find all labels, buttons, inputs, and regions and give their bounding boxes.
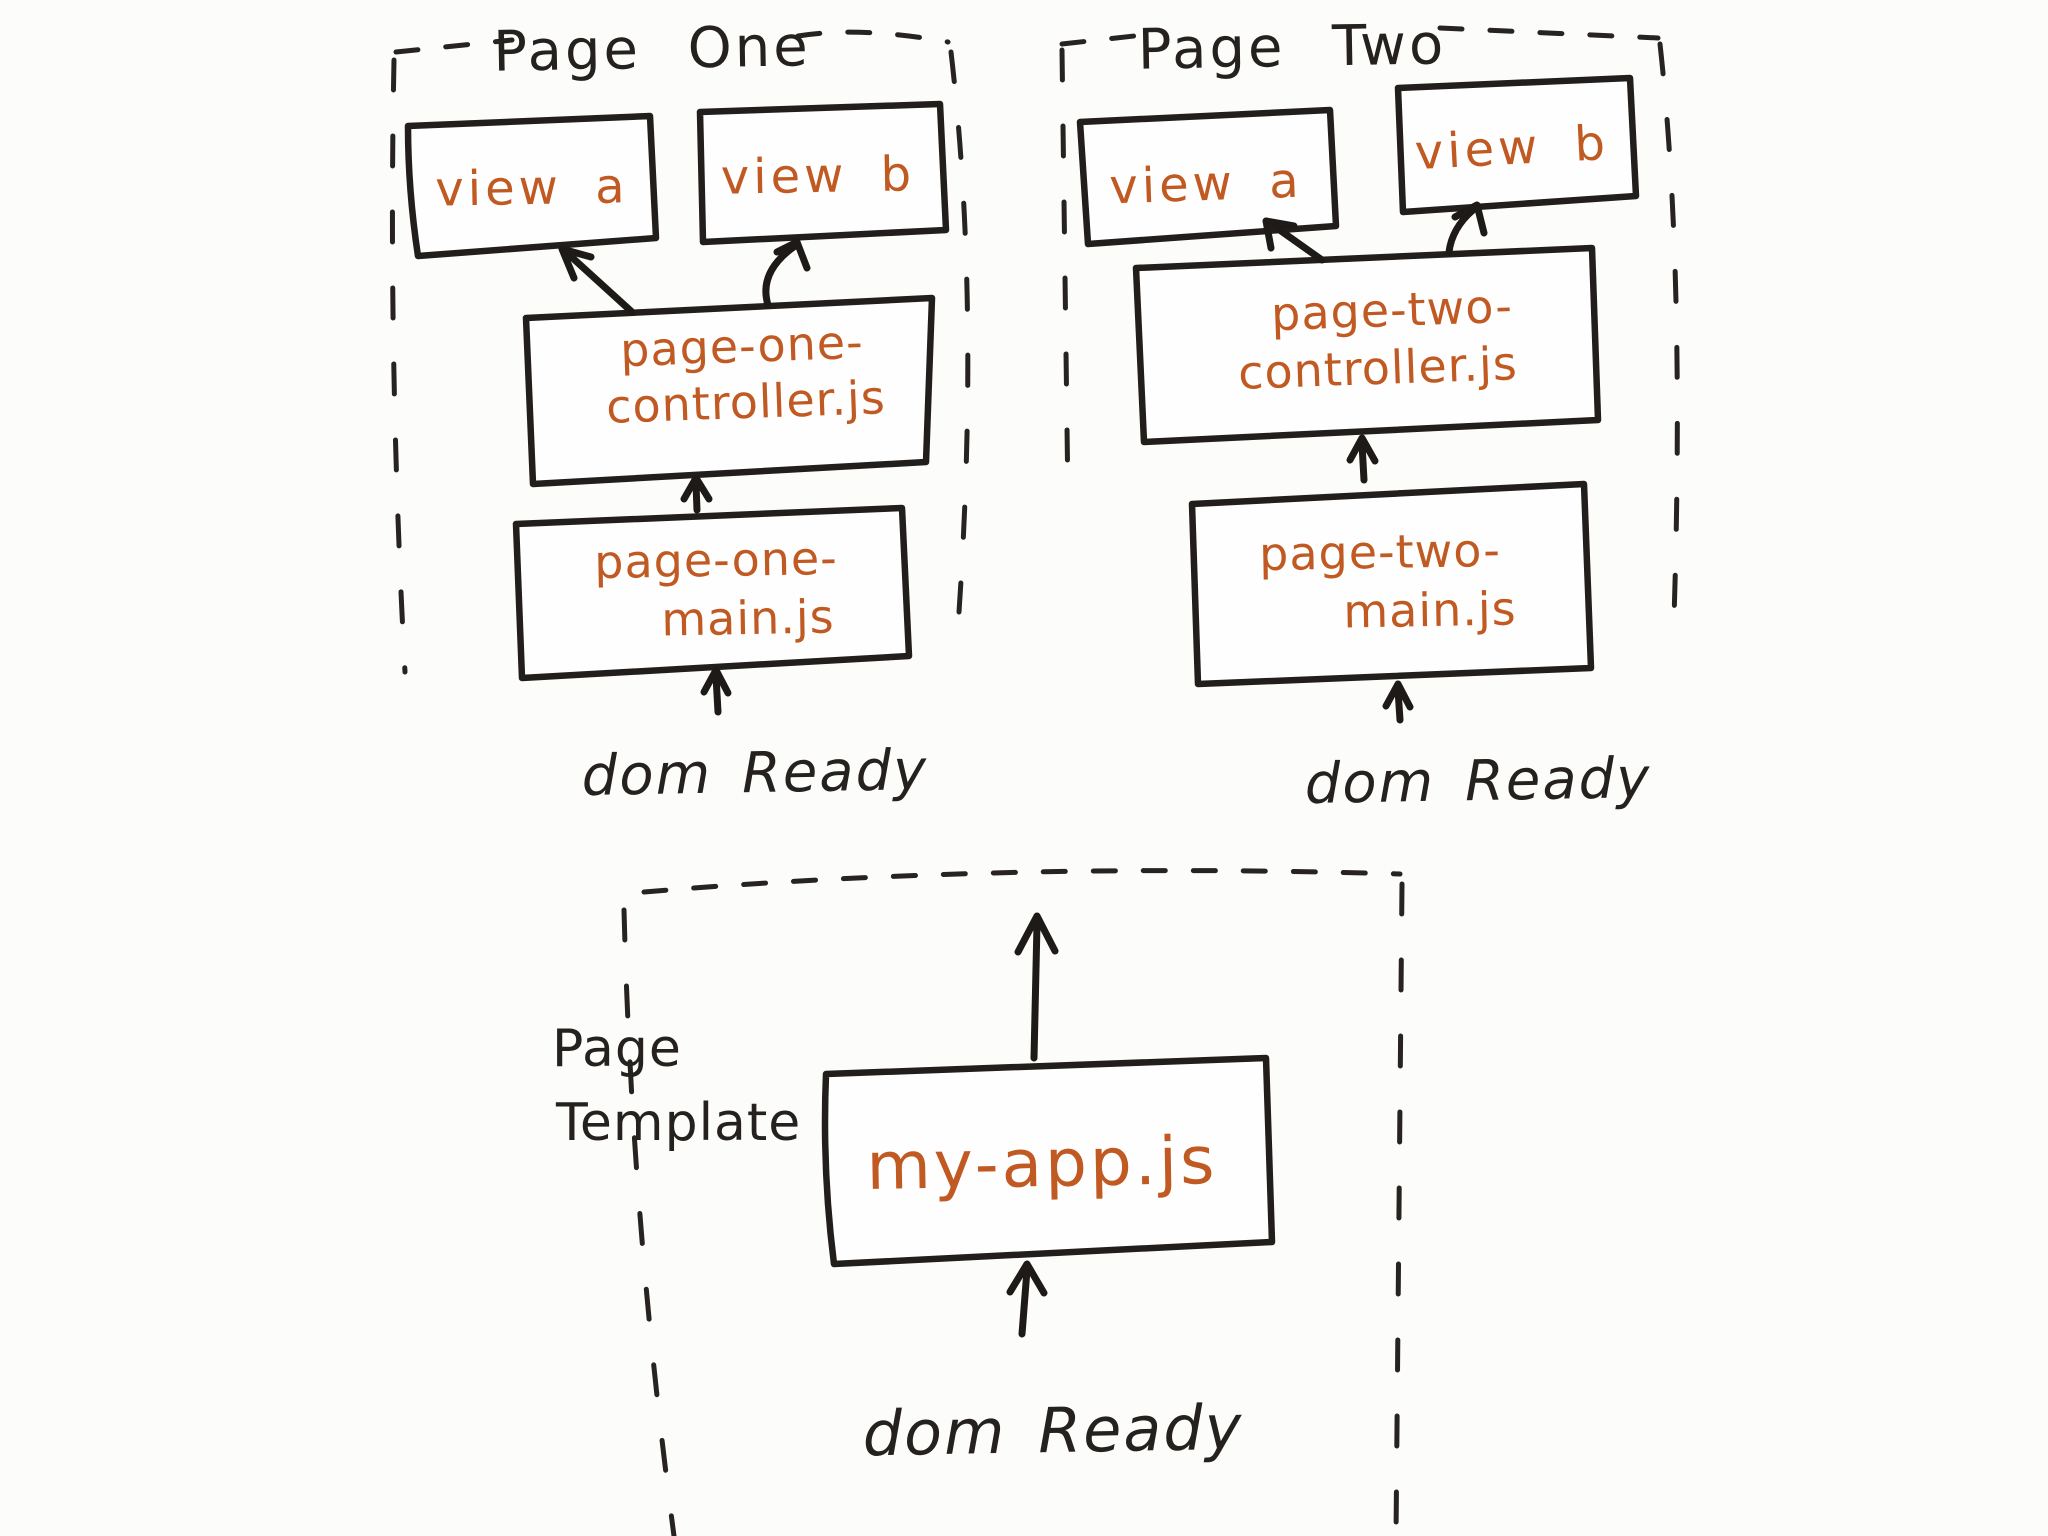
page-one-view-a-label: view a	[435, 158, 629, 217]
page-two-view-b-box: view b	[1394, 74, 1640, 216]
page-template-border-top	[641, 868, 1403, 895]
page-two-border-right	[1657, 41, 1680, 651]
arrow-page-two-controller-to-view-a	[1262, 217, 1326, 264]
page-two-main-box: page-two- main.js	[1188, 480, 1595, 688]
page-template-label-line1: Page	[552, 1019, 682, 1079]
page-one-main-line2: main.js	[661, 589, 835, 646]
page-one-controller-line1: page-one-	[619, 315, 864, 377]
page-one-main-rect	[512, 504, 913, 682]
page-one-view-b-label: view b	[720, 146, 915, 205]
page-one-dom-ready-label: dom Ready	[581, 738, 929, 809]
page-one-view-a-box: view a	[404, 112, 660, 260]
page-two-view-b-label: view b	[1413, 115, 1610, 181]
page-template-border-left	[621, 907, 677, 1536]
arrow-page-one-controller-to-view-b	[762, 238, 811, 309]
page-two-container: Page Two view a view b page-two- control…	[1059, 12, 1680, 817]
page-one-controller-line2: controller.js	[605, 370, 886, 434]
arrow-page-one-main-to-controller	[680, 474, 713, 514]
arrow-page-one-controller-to-view-a	[558, 245, 636, 316]
arrow-domready-to-my-app	[1006, 1260, 1048, 1338]
page-two-view-a-box: view a	[1076, 106, 1340, 248]
my-app-rect	[821, 1054, 1276, 1268]
page-one-border-right	[948, 49, 971, 615]
page-two-border-top-left	[1059, 31, 1155, 47]
page-one-main-line1: page-one-	[594, 531, 838, 589]
arrow-page-two-domready-to-main	[1382, 680, 1414, 724]
page-two-controller-line1: page-two-	[1270, 279, 1513, 341]
page-two-controller-rect	[1132, 244, 1602, 446]
page-template-border-right	[1393, 881, 1405, 1536]
page-two-view-b-rect	[1394, 74, 1640, 216]
page-two-controller-line2: controller.js	[1237, 336, 1518, 400]
page-one-border-top-right	[795, 29, 951, 45]
my-app-box: my-app.js	[821, 1054, 1276, 1268]
arrow-page-two-controller-to-view-b	[1445, 201, 1488, 256]
page-one-view-a-rect	[404, 112, 660, 260]
arrow-page-one-domready-to-main	[700, 666, 732, 716]
page-two-border-left	[1059, 47, 1071, 505]
page-one-container: Page One view a view b page-one- control…	[389, 14, 971, 809]
page-one-view-b-rect	[696, 100, 950, 246]
page-two-view-a-rect	[1076, 106, 1340, 248]
page-one-title: Page One	[493, 14, 811, 85]
page-template-dom-ready-label: dom Ready	[862, 1391, 1244, 1471]
page-one-controller-box: page-one- controller.js	[522, 294, 936, 488]
page-two-main-rect	[1188, 480, 1595, 688]
page-two-border-top-right	[1437, 25, 1661, 41]
page-two-dom-ready-label: dom Ready	[1304, 746, 1652, 817]
page-one-controller-rect	[522, 294, 936, 488]
page-two-main-line1: page-two-	[1259, 523, 1502, 581]
page-one-border-left	[389, 57, 408, 675]
page-template-container: Page Template my-app.js dom Ready	[552, 868, 1405, 1536]
arrow-my-app-up	[1014, 912, 1059, 1062]
page-one-main-box: page-one- main.js	[512, 504, 913, 682]
page-template-label-line2: Template	[555, 1093, 801, 1153]
arrow-page-two-main-to-controller	[1346, 434, 1379, 484]
page-two-title: Page Two	[1137, 12, 1446, 82]
page-two-main-line2: main.js	[1343, 581, 1517, 638]
page-one-view-b-box: view b	[696, 100, 950, 246]
page-two-view-a-label: view a	[1108, 153, 1303, 216]
page-two-controller-box: page-two- controller.js	[1132, 244, 1602, 446]
my-app-label: my-app.js	[866, 1122, 1218, 1205]
page-one-border-top-left	[393, 37, 515, 55]
